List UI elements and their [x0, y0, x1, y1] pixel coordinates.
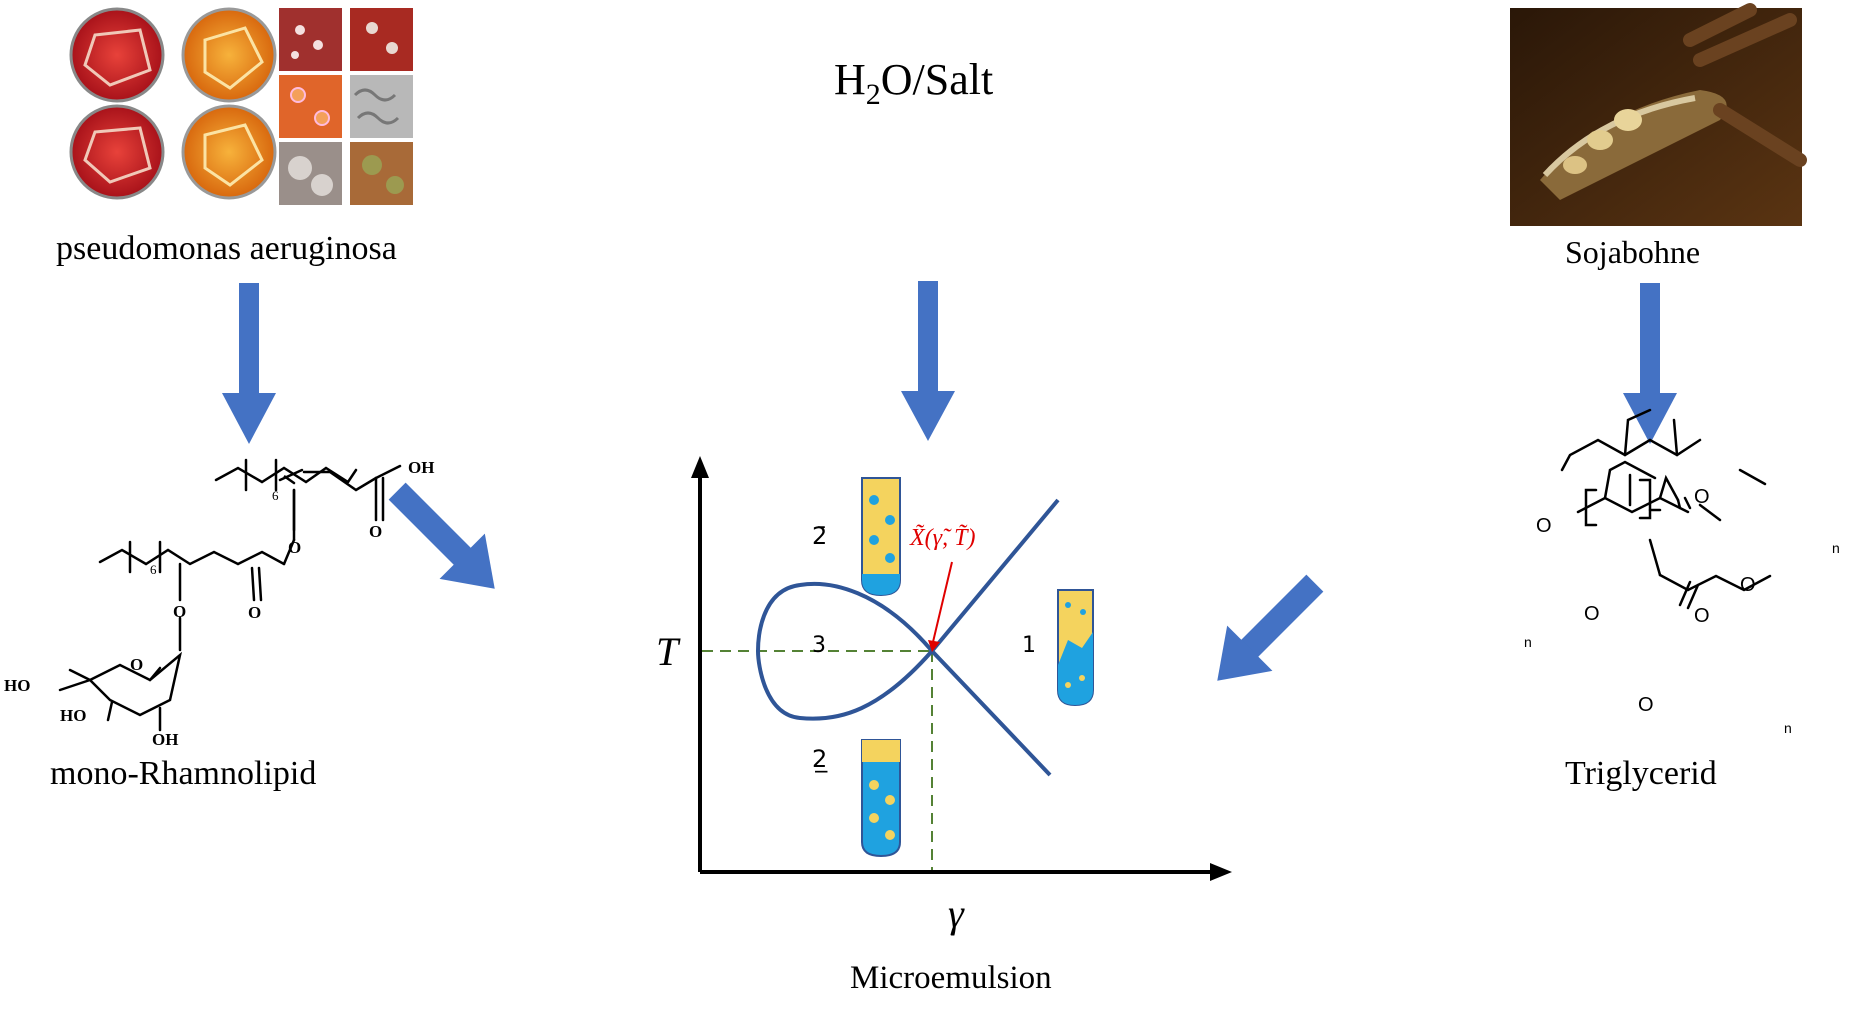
rl-o-glycosidic: O: [173, 602, 187, 621]
tg-o-ester-bottom: O: [1694, 605, 1710, 627]
rl-o-ring: O: [130, 655, 144, 674]
rl-repeat-2: 6: [150, 562, 157, 577]
test-tube-lower: [861, 739, 901, 858]
arrow-salt-to-diagram: [901, 281, 955, 441]
phase-diagram: [691, 456, 1232, 881]
rl-ho-2: HO: [60, 706, 87, 725]
medium-label: H2O/Salt: [834, 54, 993, 112]
x-axis-label: γ: [948, 891, 964, 936]
tg-n-top: n: [1832, 540, 1840, 556]
y-axis-label: T: [656, 629, 679, 674]
tg-o-carbonyl-left: O: [1584, 603, 1600, 625]
region-label-top: 2̄: [812, 522, 828, 550]
rhamnolipid-structure: [58, 458, 402, 732]
triglycerid-structure: [1560, 408, 1772, 610]
culture-plates-photo: [68, 6, 416, 205]
tg-o-ester-top: O: [1694, 486, 1710, 508]
medium-label-prefix: H: [834, 55, 866, 104]
rl-repeat-1: 6: [272, 488, 279, 503]
critical-point-pointer: [932, 561, 953, 643]
arrow-soybean-to-triglycerid: [1623, 283, 1677, 444]
test-tube-upper: [861, 477, 901, 597]
tg-o-carbonyl-bottom: O: [1638, 694, 1654, 716]
medium-label-suffix: O/Salt: [880, 55, 994, 104]
phase-boundary-curve: [755, 498, 1060, 777]
plant-label: Sojabohne: [1565, 234, 1701, 270]
region-label-middle: 3: [812, 633, 826, 658]
rl-oh-acid: OH: [408, 458, 435, 477]
region-label-bottom: 2̲: [812, 745, 828, 773]
critical-point-label: X̃(γ̃, T̃): [910, 525, 976, 551]
arrow-organism-to-rhamnolipid: [222, 283, 276, 444]
tg-n-bottom: n: [1784, 720, 1792, 736]
rl-o-ester-1: O: [288, 538, 302, 557]
soybean-photo: [1510, 3, 1807, 226]
arrow-triglycerid-to-diagram: [1217, 574, 1324, 681]
tg-o-carbonyl-top: O: [1740, 574, 1756, 596]
rl-ho-1: HO: [4, 676, 31, 695]
result-label: Microemulsion: [850, 960, 1052, 996]
rl-oh-3: OH: [152, 730, 179, 749]
oil-label: Triglycerid: [1565, 755, 1717, 792]
surfactant-label: mono-Rhamnolipid: [50, 755, 317, 792]
region-label-right: 1: [1022, 633, 1036, 658]
test-tube-right: [1057, 589, 1094, 707]
tg-o-ester-left: O: [1536, 515, 1552, 537]
rl-o-carbonyl-1: O: [369, 522, 383, 541]
arrow-rhamnolipid-to-diagram: [388, 482, 495, 589]
organism-label: pseudomonas aeruginosa: [56, 230, 397, 267]
rl-o-carbonyl-2: O: [248, 603, 262, 622]
tg-n-left: n: [1524, 634, 1532, 650]
medium-label-subscript: 2: [865, 77, 881, 111]
